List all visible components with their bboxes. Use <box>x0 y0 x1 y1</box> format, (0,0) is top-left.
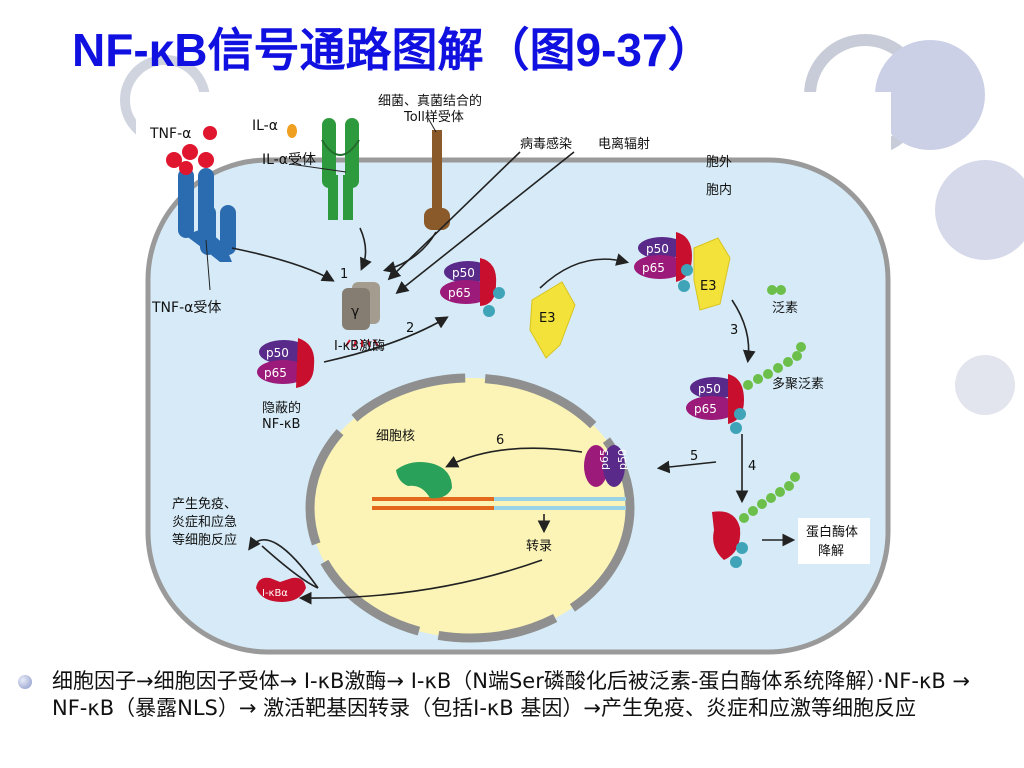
tnf-ligand <box>203 126 217 140</box>
polyub-p65: p65 <box>694 402 717 416</box>
hidden-label-1: 隐蔽的 <box>262 400 301 416</box>
e3-ligase <box>529 281 576 359</box>
step-1: 1 <box>340 267 348 282</box>
new-ikba <box>256 577 306 602</box>
phospho-p65: p65 <box>448 286 471 300</box>
proteasome-label-1: 蛋白酶体 <box>806 524 858 540</box>
toll-label-1: 细菌、真菌结合的 <box>378 93 482 109</box>
free-p50: p50 <box>616 449 629 470</box>
caption-bullet: 细胞因子→细胞因子受体→ I-κB激酶→ I-κB（N端Ser磷酸化后被泛素-蛋… <box>18 668 1008 722</box>
ubiquitin-molecule <box>767 285 786 295</box>
step-5: 5 <box>690 449 698 464</box>
transcription-complex <box>396 462 452 499</box>
free-nfkb <box>584 445 625 487</box>
intracellular-label: 胞内 <box>706 182 732 198</box>
pathway-arrows <box>231 151 796 605</box>
toll-receptor <box>424 130 450 230</box>
nuclear-envelope <box>305 373 635 643</box>
polyubiquitin-label: 多聚泛素 <box>772 376 824 392</box>
hidden-p50: p50 <box>266 346 289 360</box>
hidden-label-2: NF-κB <box>262 417 300 432</box>
e3-complex-p65: p65 <box>642 261 665 275</box>
virus-label: 病毒感染 <box>520 136 572 152</box>
tnf-label: TNF-α <box>149 126 191 142</box>
e3-complex-label: E3 <box>700 279 717 294</box>
tnf-receptor <box>166 144 236 262</box>
proteasome-box <box>798 518 870 564</box>
response-label-1: 产生免疫、 <box>172 496 237 512</box>
radiation-label: 电离辐射 <box>598 136 650 152</box>
hidden-p65: p65 <box>264 366 287 380</box>
phospho-p50: p50 <box>452 266 475 280</box>
kinase-gamma: γ <box>351 304 359 320</box>
transcription-label: 转录 <box>526 539 552 554</box>
slide-title: NF-κB信号通路图解（图9-37） <box>72 24 714 76</box>
dna-strand <box>372 497 626 510</box>
kinase-label: I-κB激酶 <box>334 338 385 354</box>
hidden-nfkb-complex <box>257 338 315 388</box>
step-3: 3 <box>730 323 738 338</box>
caption-text: 细胞因子→细胞因子受体→ I-κB激酶→ I-κB（N端Ser磷酸化后被泛素-蛋… <box>52 669 971 720</box>
free-p65: p65 <box>598 449 611 470</box>
ubiquitin-label: 泛素 <box>772 301 798 316</box>
polyub-p50: p50 <box>698 382 721 396</box>
nucleus-label: 细胞核 <box>376 429 415 444</box>
extracellular-label: 胞外 <box>706 155 732 170</box>
step-4: 4 <box>748 459 756 474</box>
phospho-nfkb-complex <box>440 258 505 317</box>
polyubiquitinated-complex <box>686 342 806 434</box>
il-receptor-label: IL-α受体 <box>262 152 316 168</box>
bullet-icon <box>18 675 32 689</box>
step-6: 6 <box>496 433 504 448</box>
response-label-2: 炎症和应急 <box>172 514 237 530</box>
e3-complex-p50: p50 <box>646 242 669 256</box>
ikb-degradation <box>712 472 800 568</box>
step-2: 2 <box>406 321 414 336</box>
e3-label: E3 <box>539 311 556 326</box>
tnf-receptor-label: TNF-α受体 <box>151 300 221 316</box>
il-ligand <box>287 124 297 138</box>
nfkb-e3-complex <box>634 232 731 311</box>
response-label-3: 等细胞反应 <box>172 532 237 548</box>
toll-label-2: Toll样受体 <box>403 110 464 125</box>
proteasome-label-2: 降解 <box>818 544 844 559</box>
new-ikba-label: I-κBα <box>262 588 288 599</box>
leader-lines <box>205 117 437 291</box>
il-label: IL-α <box>252 118 278 134</box>
ikk-kinase <box>342 282 380 348</box>
